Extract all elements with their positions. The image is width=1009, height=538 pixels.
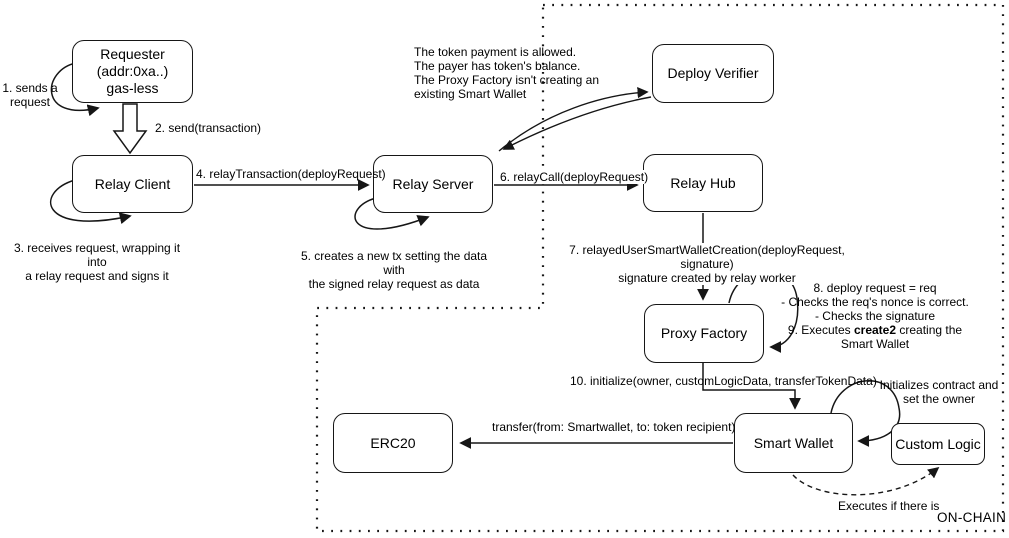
node-requester-label: Requester — [100, 46, 165, 62]
node-relay-server-label: Relay Server — [392, 175, 474, 192]
node-relay-client: Relay Client — [72, 155, 193, 213]
annotation-step2: 2. send(transaction) — [155, 121, 262, 135]
annotation-init-note: Initializes contract and set the owner — [879, 378, 999, 406]
onchain-region-border — [315, 3, 1005, 533]
node-smart-wallet: Smart Wallet — [734, 413, 853, 473]
annotation-step10: 10. initialize(owner, customLogicData, t… — [570, 374, 877, 388]
node-erc20: ERC20 — [333, 413, 453, 473]
annotation-step5: 5. creates a new tx setting the data wit… — [300, 249, 488, 291]
annotation-step7: 7. relayedUserSmartWalletCreation(deploy… — [550, 243, 864, 285]
node-relay-client-label: Relay Client — [94, 175, 171, 192]
node-custom-logic: Custom Logic — [891, 423, 985, 465]
create2-bold-text: create2 — [853, 323, 897, 337]
annotation-step6: 6. relayCall(deployRequest) — [498, 170, 651, 184]
annotation-step4: 4. relayTransaction(deployRequest) — [196, 167, 386, 181]
annotation-step9-line: 9. Executes create2 creating the — [787, 323, 963, 337]
connector-initialize — [702, 363, 801, 410]
node-smart-wallet-label: Smart Wallet — [753, 434, 834, 451]
node-requester-gasless: gas-less — [106, 80, 159, 96]
annotation-executes-note: Executes if there is — [838, 499, 940, 513]
annotation-transfer: transfer(from: Smartwallet, to: token re… — [492, 420, 736, 434]
connector-verify-request — [498, 87, 649, 152]
connector-executes-custom-logic — [792, 466, 940, 496]
node-relay-server: Relay Server — [373, 155, 493, 213]
node-proxy-factory-label: Proxy Factory — [660, 325, 748, 341]
node-relay-hub: Relay Hub — [643, 154, 763, 212]
node-proxy-factory: Proxy Factory — [644, 304, 764, 363]
node-requester: Requester (addr:0xa..) gas-less — [72, 40, 193, 103]
connector-sends-request-loop — [50, 62, 100, 117]
annotation-verifier-note: The token payment is allowed. The payer … — [414, 45, 600, 101]
node-deploy-verifier: Deploy Verifier — [652, 44, 774, 103]
annotation-step8-9: 8. deploy request = req - Checks the req… — [775, 281, 975, 351]
annotation-step1: 1. sends a request — [2, 81, 58, 109]
node-erc20-label: ERC20 — [370, 434, 416, 451]
connector-verify-response — [502, 96, 652, 150]
connector-creates-tx-loop — [354, 197, 430, 230]
node-requester-address: (addr:0xa..) — [96, 63, 169, 79]
annotation-step3: 3. receives request, wrapping it into a … — [13, 241, 181, 283]
connector-send-transaction-block-arrow — [112, 103, 148, 155]
node-custom-logic-label: Custom Logic — [895, 435, 981, 452]
connector-receives-request-loop — [49, 179, 132, 225]
node-relay-hub-label: Relay Hub — [670, 174, 736, 191]
node-deploy-verifier-label: Deploy Verifier — [667, 65, 759, 81]
onchain-region-label: ON-CHAIN — [937, 510, 1007, 525]
connector-smart-wallet-loop — [830, 380, 901, 447]
